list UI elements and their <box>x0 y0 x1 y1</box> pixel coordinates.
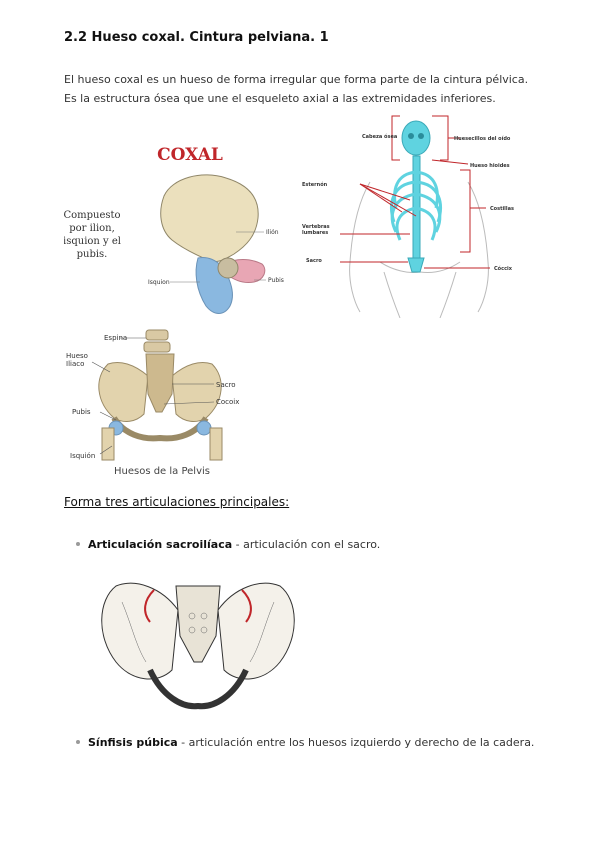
list-item: Sínfisis púbica - articulación entre los… <box>76 736 534 749</box>
coxal-heading: COXAL <box>157 145 223 165</box>
bullet-term: Sínfisis púbica <box>88 736 178 749</box>
bullet-desc: - articulación con el sacro. <box>232 538 381 551</box>
bullet-term: Articulación sacroilíaca <box>88 538 233 551</box>
pelvis-label-espina: Espina <box>104 334 127 342</box>
pelvis-label-coccix: Cocoix <box>216 398 239 406</box>
skeleton-label-hioides: Hueso hioides <box>470 163 510 169</box>
bullet-icon <box>76 740 80 744</box>
intro-paragraph: El hueso coxal es un hueso de forma irre… <box>64 73 529 105</box>
pelvis-caption: Huesos de la Pelvis <box>114 466 210 476</box>
coxal-side-text-4: pubis. <box>77 249 108 260</box>
coxal-illustration: COXAL Compuesto por ilion, isquion y el … <box>63 140 294 322</box>
skeleton-label-vertebras-2: lumbares <box>302 230 328 236</box>
pelvis-label-hueso-1: Hueso <box>66 352 88 360</box>
pelvis-label-pubis: Pubis <box>72 408 91 416</box>
skeleton-illustration: Cabeza ósea Huesecillos del oído Hueso h… <box>300 112 522 319</box>
list-item: Articulación sacroilíaca - articulación … <box>76 538 380 551</box>
sacroiliac-illustration <box>92 566 304 718</box>
skeleton-label-sacro: Sacro <box>306 258 322 264</box>
skeleton-label-coccix: Cóccix <box>494 265 513 272</box>
skeleton-label-esternon: Esternón <box>302 181 328 188</box>
coxal-label-isquion: Isquion <box>148 279 170 286</box>
coxal-label-ilion: Ilión <box>266 229 279 236</box>
skeleton-label-vertebras-1: Vertebras <box>302 224 330 230</box>
coxal-side-text-3: isquion y el <box>64 236 121 247</box>
pelvis-label-sacro: Sacro <box>216 381 236 389</box>
section-heading: Forma tres articulaciones principales: <box>64 495 290 509</box>
skeleton-label-cabeza: Cabeza ósea <box>362 133 397 140</box>
pelvis-illustration: Espina Hueso Iliaco Sacro Cocoix Pubis I… <box>64 324 260 477</box>
coxal-label-pubis: Pubis <box>268 277 284 284</box>
skeleton-label-huesecillos: Huesecillos del oído <box>454 135 511 142</box>
bullet-icon <box>76 542 80 546</box>
coxal-side-text-2: por ilion, <box>69 223 115 234</box>
skeleton-label-costillas: Costillas <box>490 206 514 212</box>
page-title: 2.2 Hueso coxal. Cintura pelviana. 1 <box>64 30 329 45</box>
pelvis-label-hueso-2: Iliaco <box>66 360 84 368</box>
pelvis-label-isquion: Isquión <box>70 452 95 460</box>
coxal-side-text-1: Compuesto <box>64 210 121 221</box>
bullet-desc: - articulación entre los huesos izquierd… <box>177 736 535 749</box>
